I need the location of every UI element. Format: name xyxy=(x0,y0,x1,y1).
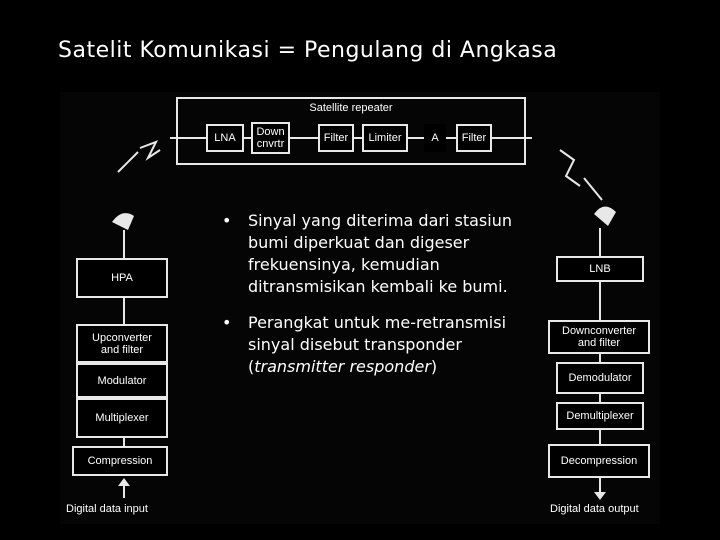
left-block-modulator: Modulator xyxy=(76,363,168,398)
repeater-block-down-converter: Down cnvrtr xyxy=(251,122,290,154)
bullet-text-2-italic: transmitter responder xyxy=(254,357,431,376)
satellite-repeater-box: Satellite repeater xyxy=(176,97,526,165)
repeater-block-amplifier: A xyxy=(424,124,446,152)
right-block-decompression: Decompression xyxy=(548,444,650,478)
right-block-downconverter: Downconverter and filter xyxy=(548,320,650,354)
repeater-block-limiter: Limiter xyxy=(362,124,408,152)
repeater-block-filter-1: Filter xyxy=(318,124,354,152)
right-block-lnb: LNB xyxy=(556,256,644,282)
bullet-text-1: Sinyal yang diterima dari stasiun bumi d… xyxy=(248,211,512,296)
right-block-demultiplexer: Demultiplexer xyxy=(556,402,644,430)
slide-title: Satelit Komunikasi = Pengulang di Angkas… xyxy=(58,38,558,63)
satellite-repeater-label: Satellite repeater xyxy=(309,102,393,114)
bullet-text-2: Perangkat untuk me-retransmisi sinyal di… xyxy=(248,313,507,376)
left-block-multiplexer: Multiplexer xyxy=(76,398,168,438)
bullet-item-1: • Sinyal yang diterima dari stasiun bumi… xyxy=(222,210,512,298)
left-block-upconverter: Upconverter and filter xyxy=(76,324,168,363)
bullet-item-2: • Perangkat untuk me-retransmisi sinyal … xyxy=(222,312,512,378)
repeater-block-filter-2: Filter xyxy=(456,124,492,152)
repeater-block-lna: LNA xyxy=(206,124,244,152)
left-block-compression: Compression xyxy=(72,446,168,476)
bullet-marker: • xyxy=(222,211,232,230)
left-io-label: Digital data input xyxy=(66,503,148,515)
bullet-marker: • xyxy=(222,313,232,332)
right-io-label: Digital data output xyxy=(550,503,639,515)
bullet-list: • Sinyal yang diterima dari stasiun bumi… xyxy=(222,210,512,392)
left-block-hpa: HPA xyxy=(76,258,168,298)
bullet-text-2-end: ) xyxy=(430,357,438,376)
right-block-demodulator: Demodulator xyxy=(556,362,644,394)
